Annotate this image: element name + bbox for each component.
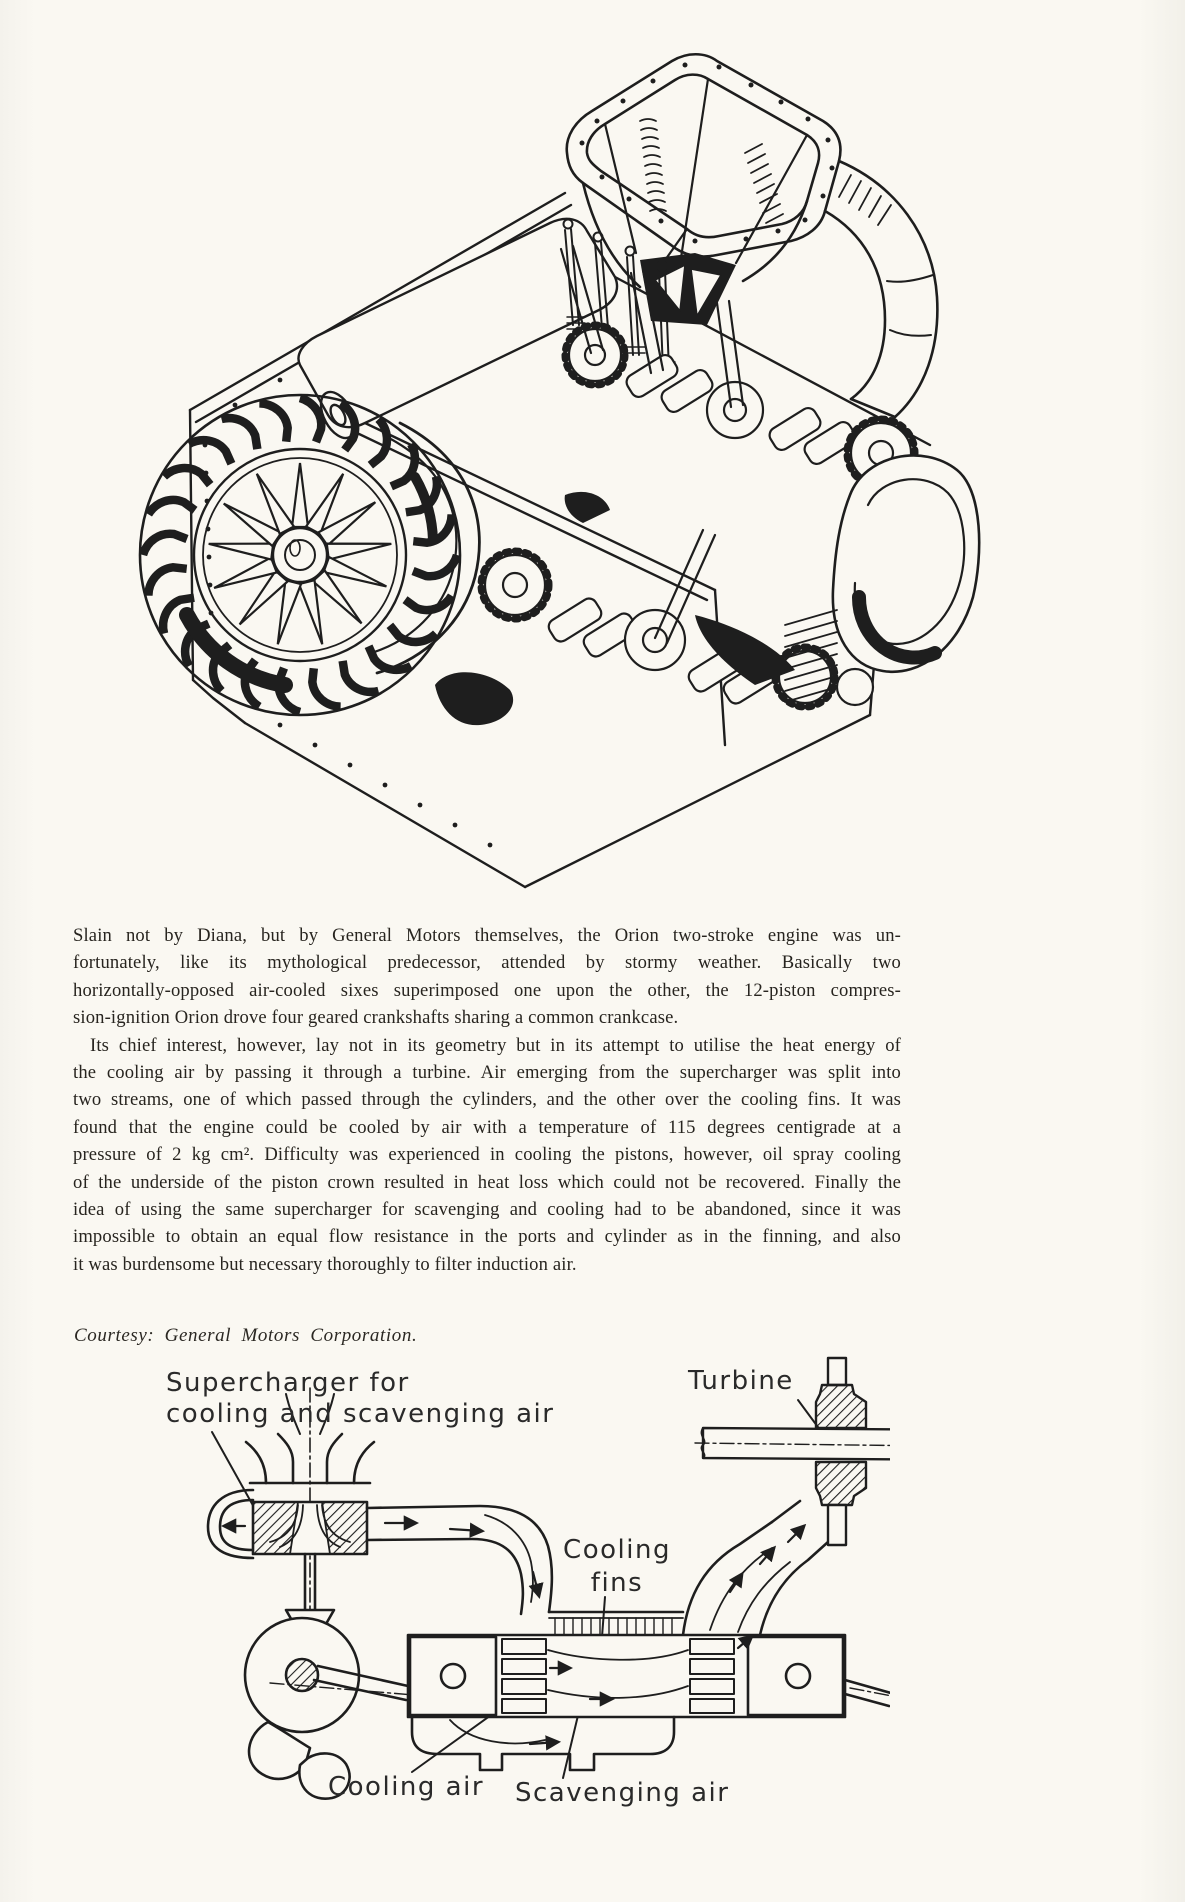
text-line: the cooling air by passing it through a … — [73, 1061, 901, 1083]
turbine-rotor — [694, 1356, 890, 1547]
air-duct-left — [365, 1504, 554, 1616]
lower-crankshaft-gears — [477, 528, 875, 711]
text-line: found that the engine could be cooled by… — [73, 1116, 901, 1138]
cooling-fins — [554, 1617, 673, 1636]
body-text: Slain not by Diana, but by General Motor… — [73, 922, 901, 1278]
left-crankshaft — [243, 1616, 451, 1800]
ribbed-drum — [784, 609, 838, 703]
label-supercharger: Supercharger for cooling and scavenging … — [166, 1368, 554, 1430]
text-line: horizontally-opposed air-cooled sixes su… — [73, 979, 901, 1001]
label-supercharger-line1: Supercharger for — [166, 1368, 410, 1398]
courtesy-line: Courtesy: General Motors Corporation. — [74, 1325, 418, 1346]
label-cooling-fins-line2: fins — [590, 1568, 644, 1598]
exhaust-horn — [823, 159, 939, 419]
text-line: it was burdensome but necessary thorough… — [73, 1253, 577, 1275]
paragraph-2: Its chief interest, however, lay not in … — [73, 1032, 901, 1279]
text-line: idea of using the same supercharger for … — [73, 1198, 901, 1220]
label-cooling-air: Cooling air — [328, 1772, 485, 1802]
text-line: of the underside of the piston crown res… — [73, 1171, 901, 1193]
text-line: sion-ignition Orion drove four geared cr… — [73, 1007, 679, 1029]
paragraph-1: Slain not by Diana, but by General Motor… — [73, 922, 901, 1032]
cylinder-block — [406, 1610, 847, 1772]
intake-hopper — [565, 52, 842, 325]
text-line: Slain not by Diana, but by General Motor… — [73, 925, 901, 946]
bottom-shroud — [410, 1715, 676, 1772]
left-piston — [408, 1635, 498, 1717]
text-line: Its chief interest, however, lay not in … — [90, 1034, 901, 1056]
text-line: two streams, one of which passed through… — [73, 1089, 901, 1111]
text-line: impossible to obtain an equal flow resis… — [73, 1226, 901, 1248]
label-cooling-fins-line1: Cooling — [563, 1535, 671, 1565]
text-line: fortunately, like its mythological prede… — [73, 952, 901, 974]
engine-cutaway-illustration — [95, 52, 981, 889]
right-crankshaft — [843, 1678, 890, 1708]
label-turbine: Turbine — [688, 1366, 794, 1396]
air-duct-right — [681, 1499, 846, 1637]
label-scavenging-air: Scavenging air — [515, 1778, 730, 1808]
right-piston — [746, 1635, 845, 1717]
blower-fan — [140, 395, 481, 715]
ink-shadows — [435, 491, 795, 726]
cylinder-ports — [501, 1638, 735, 1714]
label-supercharger-line2: cooling and scavenging air — [166, 1399, 555, 1429]
text-line: pressure of 2 kg cm². Difficulty was exp… — [73, 1144, 901, 1166]
exhaust-scroll — [784, 454, 981, 703]
airflow-schematic — [206, 1356, 890, 1800]
label-cooling-fins: Cooling fins — [542, 1534, 692, 1600]
